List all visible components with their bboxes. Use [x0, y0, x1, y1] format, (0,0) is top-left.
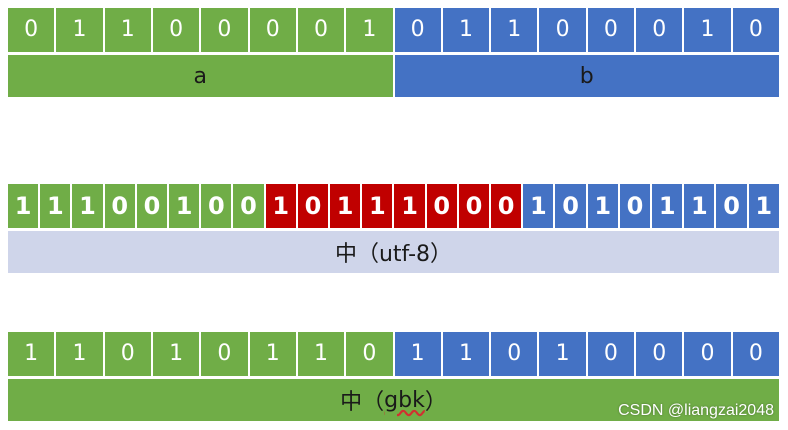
- bit-cell: 1: [491, 8, 538, 52]
- watermark: CSDN @liangzai2048: [618, 402, 774, 419]
- bit-cell: 1: [8, 184, 39, 228]
- bit-cell: 0: [587, 8, 635, 52]
- bit-cell: 0: [732, 332, 779, 376]
- bit-cell: 0: [716, 184, 747, 228]
- bit-cell: 1: [8, 332, 55, 376]
- bit-cell: 0: [732, 8, 779, 52]
- bit-cell: 1: [587, 184, 618, 228]
- bit-cell: 0: [201, 184, 232, 228]
- bit-cell: 0: [636, 8, 683, 52]
- bit-cell: 1: [56, 332, 103, 376]
- bit-cell: 0: [458, 184, 490, 228]
- bit-cell: 0: [491, 332, 538, 376]
- bit-cell: 0: [136, 184, 168, 228]
- bit-cell: 0: [201, 8, 248, 52]
- bit-cell: 1: [539, 332, 586, 376]
- bit-cell: 1: [72, 184, 103, 228]
- gbk-label-suffix: ）: [424, 390, 447, 415]
- gbk-label-bar: 中（gbk）: [8, 379, 779, 421]
- bit-cell: 1: [684, 184, 715, 228]
- bit-cell: 0: [346, 332, 393, 376]
- bit-cell: 0: [619, 184, 651, 228]
- bit-cell: 0: [104, 184, 135, 228]
- bit-cell: 0: [104, 332, 151, 376]
- bit-cell: 1: [362, 184, 393, 228]
- bit-cell: 1: [684, 8, 731, 52]
- bit-cell: 0: [491, 184, 522, 228]
- bit-cell: 1: [56, 8, 103, 52]
- bit-cell: 0: [201, 332, 248, 376]
- bit-cell: 1: [40, 184, 71, 228]
- bit-cell: 0: [152, 8, 200, 52]
- bit-cell: 1: [748, 184, 779, 228]
- bit-cell: 1: [652, 184, 683, 228]
- bit-cell: 0: [394, 8, 441, 52]
- label-b: b: [394, 55, 779, 97]
- bit-cell: 0: [555, 184, 586, 228]
- bit-cell: 1: [346, 8, 393, 52]
- bit-cell: 1: [394, 184, 425, 228]
- bit-cell: 1: [169, 184, 200, 228]
- bit-cell: 1: [442, 8, 490, 52]
- bit-cell: 0: [587, 332, 635, 376]
- bit-cell: 0: [297, 184, 329, 228]
- bit-cell: 0: [684, 332, 731, 376]
- bit-cell: 0: [8, 8, 55, 52]
- bit-cell: 0: [249, 8, 296, 52]
- bit-cell: 1: [104, 8, 151, 52]
- bit-cell: 1: [249, 332, 296, 376]
- bit-cell: 1: [297, 332, 345, 376]
- label-a: a: [8, 55, 393, 97]
- bit-cell: 1: [265, 184, 296, 228]
- utf8-label-bar: 中（utf-8）: [8, 231, 779, 273]
- bit-cell: 0: [297, 8, 345, 52]
- bit-cell: 1: [394, 332, 441, 376]
- bit-cell: 1: [523, 184, 554, 228]
- bit-cell: 1: [152, 332, 200, 376]
- ascii-label-bar: a b: [8, 55, 779, 97]
- gbk-label-prefix: 中（: [340, 390, 385, 415]
- bit-cell: 0: [539, 8, 586, 52]
- bit-cell: 0: [426, 184, 457, 228]
- bit-cell: 0: [233, 184, 264, 228]
- bit-cell: 1: [442, 332, 490, 376]
- bit-cell: 1: [330, 184, 361, 228]
- bit-cell: 0: [636, 332, 683, 376]
- gbk-label-word: gbk: [384, 387, 425, 413]
